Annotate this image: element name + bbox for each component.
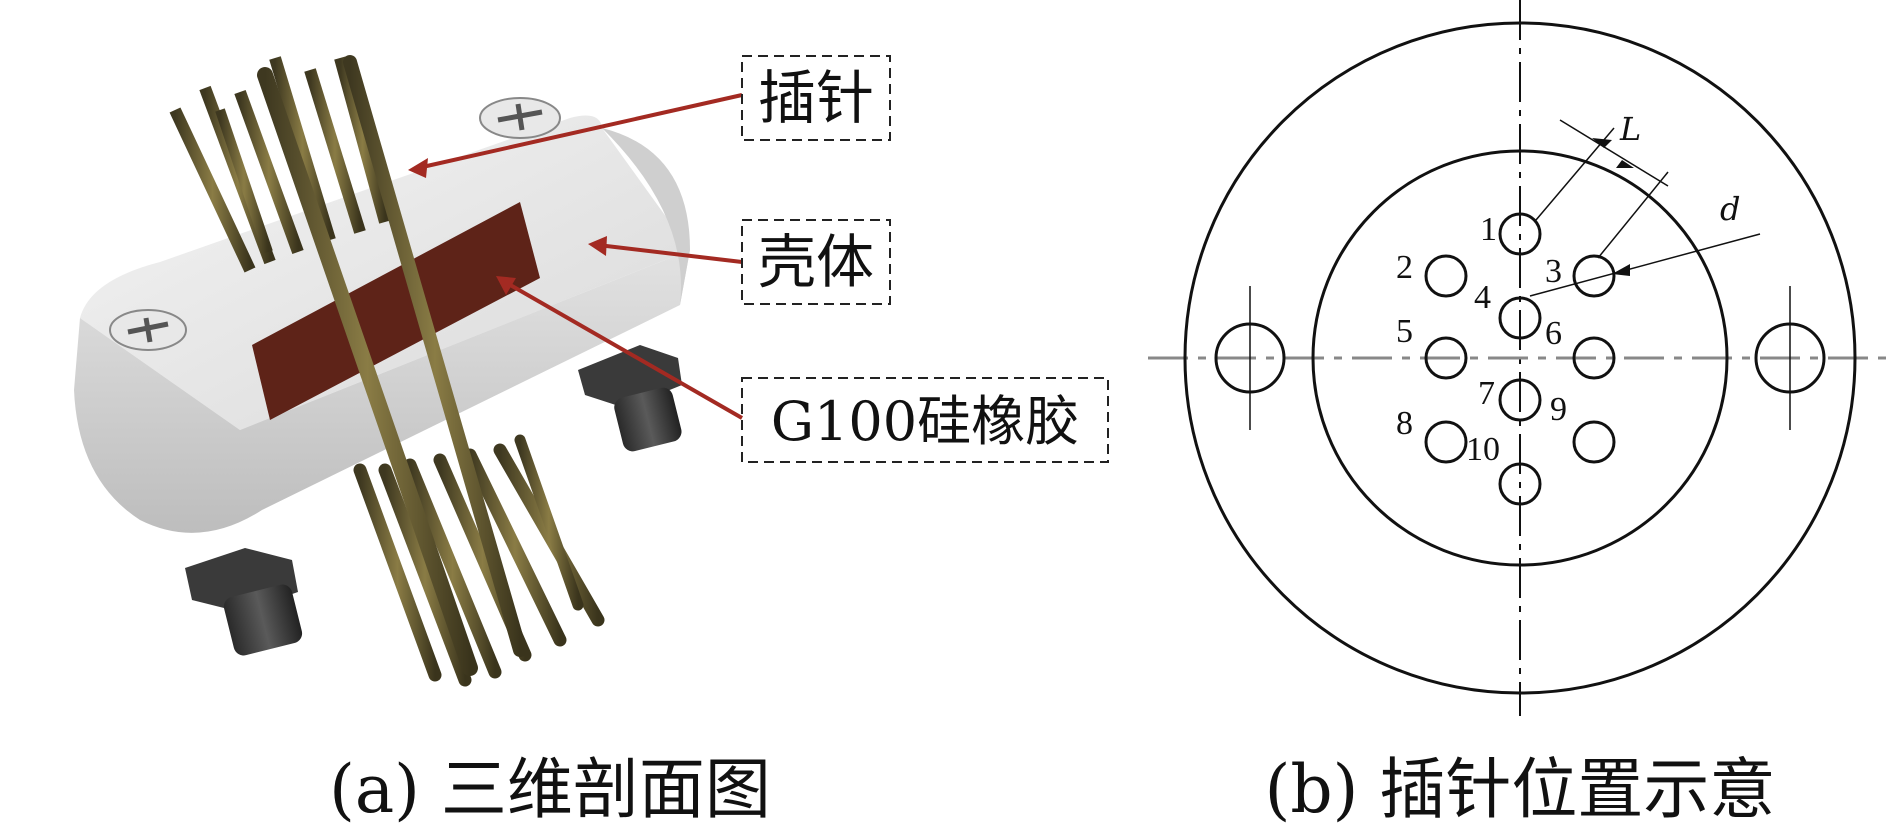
callout-rubber-label: G100硅橡胶 [771,390,1079,453]
lower-pins [353,434,605,687]
pin-hole-10 [1498,462,1542,506]
pin-hole-5 [1424,336,1468,380]
pin-hole-7 [1498,378,1542,422]
pin-label-9: 9 [1550,391,1567,428]
callout-pin: 插针 [741,55,891,141]
panel-a-3d-view: 插针 壳体 G100硅橡胶 (a) 三维剖面图 [74,55,1109,828]
caption-a: (a) 三维剖面图 [329,751,771,828]
rubber-window [252,202,540,420]
inner-body-circle [1311,149,1729,567]
pin-hole-8 [1424,420,1468,464]
pin-hole-4 [1498,296,1542,340]
pin-label-10: 10 [1466,431,1500,468]
caption-b: (b) 插针位置示意 [1265,751,1776,828]
pin-label-5: 5 [1396,313,1413,350]
pin-hole-2 [1424,254,1468,298]
pin-hole-3 [1572,254,1616,298]
dimension-L [1535,119,1669,259]
callout-shell: 壳体 [741,219,891,305]
through-pins [257,55,527,676]
bottom-nut-right [578,345,682,452]
pin-holes [1424,212,1616,506]
pin-hole-1 [1498,212,1542,256]
panel-b-schematic [1148,0,1892,716]
pin-label-6: 6 [1545,315,1562,352]
pin-label-1: 1 [1480,211,1497,248]
screw-right [479,97,561,139]
bottom-nut-left [185,548,303,656]
leader-rubber [504,280,743,420]
pin-label-7: 7 [1478,375,1495,412]
pin-hole-6 [1572,336,1616,380]
pin-label-2: 2 [1396,249,1413,286]
callout-pin-label: 插针 [758,64,874,132]
label-d: d [1720,190,1740,228]
pin-label-3: 3 [1545,253,1562,290]
label-L: L [1619,110,1641,148]
panel-b-labels: L d 1 2 3 4 5 6 7 8 9 10 (b) 插针位置示意 [1265,110,1776,828]
leader-pin [417,93,743,170]
pin-label-8: 8 [1396,405,1413,442]
callout-shell-label: 壳体 [758,228,874,296]
pin-hole-9 [1572,420,1616,464]
pin-label-4: 4 [1474,279,1491,316]
upper-pins [169,56,391,273]
leader-shell [597,243,743,264]
outer-flange-circle [1183,21,1857,695]
screw-left [109,309,187,351]
leader-lines [408,93,743,420]
callout-rubber: G100硅橡胶 [741,377,1109,463]
dimension-d [1529,233,1761,297]
